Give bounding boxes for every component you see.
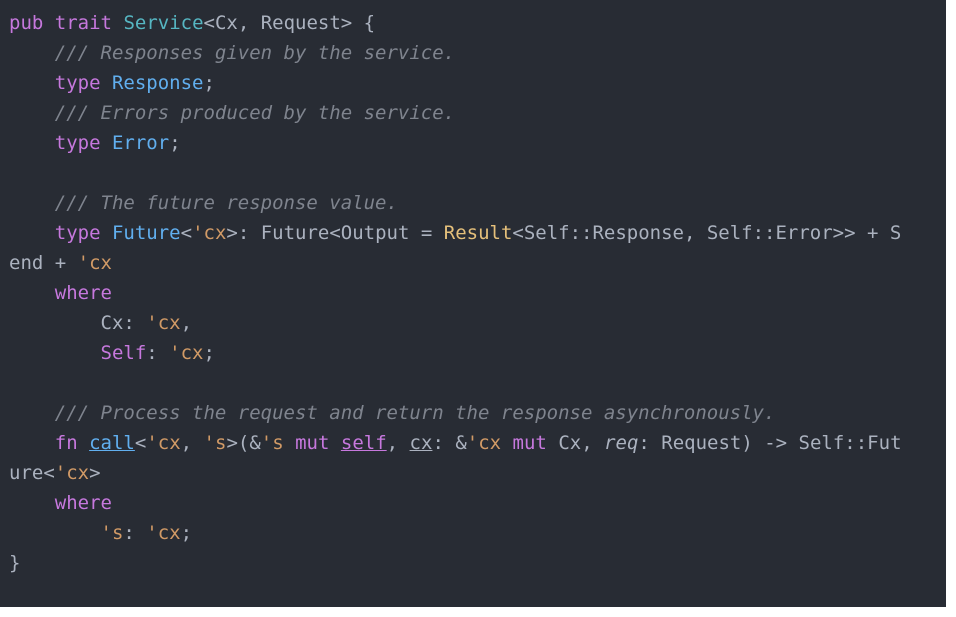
code-token: 'cx: [77, 252, 112, 274]
code-line: type Error;: [9, 128, 946, 158]
code-token: ;: [203, 342, 215, 364]
code-token: >: Future<Output =: [226, 222, 444, 244]
code-token: :: [123, 522, 147, 544]
code-line: type Future<'cx>: Future<Output = Result…: [9, 218, 946, 248]
code-line: where: [9, 488, 946, 518]
code-token: [101, 222, 112, 244]
code-block: pub trait Service<Cx, Request> { /// Res…: [0, 0, 946, 607]
code-token: 'cx: [192, 222, 227, 244]
code-line: type Response;: [9, 68, 946, 98]
code-token: ;: [180, 522, 193, 544]
code-token: [9, 132, 55, 154]
code-token: >(&: [226, 432, 261, 454]
code-token: 'cx: [146, 522, 181, 544]
code-line: ure<'cx>: [9, 458, 946, 488]
code-token: /// The future response value.: [9, 192, 398, 214]
code-token: /// Errors produced by the service.: [9, 102, 456, 124]
code-token: <Cx, Request> {: [203, 12, 376, 34]
code-token: 'cx: [54, 462, 90, 484]
code-link-token[interactable]: cx: [409, 432, 433, 454]
code-token: fn: [54, 432, 78, 454]
code-line: 's: 'cx;: [9, 518, 946, 548]
code-token: <Self::Response, Self::Error>> + S: [512, 222, 902, 244]
code-token: Cx:: [9, 312, 147, 334]
code-line: }: [9, 548, 946, 578]
code-line: [9, 158, 946, 188]
code-token: 'cx: [169, 342, 204, 364]
code-line: /// Responses given by the service.: [9, 38, 946, 68]
code-token: }: [9, 552, 21, 574]
code-token: <: [180, 222, 193, 244]
code-line: /// The future response value.: [9, 188, 946, 218]
code-token: ;: [169, 132, 181, 154]
code-token: [101, 72, 112, 94]
code-token: : &: [432, 432, 467, 454]
code-line: end + 'cx: [9, 248, 946, 278]
code-token: Cx,: [546, 432, 605, 454]
code-line: Self: 'cx;: [9, 338, 946, 368]
code-token: [329, 432, 340, 454]
code-token: [101, 132, 112, 154]
code-token: Service: [123, 12, 204, 34]
code-token: 's: [203, 432, 227, 454]
code-token: [9, 222, 55, 244]
code-token: :: [146, 342, 170, 364]
code-token: Result: [443, 222, 513, 244]
code-token: mut: [512, 432, 547, 454]
code-token: Future: [111, 222, 181, 244]
code-token: Response: [111, 72, 204, 94]
code-line: /// Errors produced by the service.: [9, 98, 946, 128]
code-link-token[interactable]: call: [89, 432, 135, 454]
code-token: [78, 432, 89, 454]
code-token: 's: [260, 432, 284, 454]
code-token: pub: [9, 12, 44, 34]
code-token: 'cx: [466, 432, 502, 454]
code-token: [9, 72, 55, 94]
code-line: Cx: 'cx,: [9, 308, 946, 338]
code-link-token[interactable]: self: [340, 432, 387, 454]
code-token: Error: [111, 132, 170, 154]
code-token: 'cx: [146, 432, 181, 454]
code-token: req: [604, 432, 639, 454]
code-line: fn call<'cx, 's>(&'s mut self, cx: &'cx …: [9, 428, 946, 458]
code-token: /// Responses given by the service.: [9, 42, 456, 64]
code-token: ure<: [9, 462, 55, 484]
code-token: [43, 12, 54, 34]
code-token: ;: [203, 72, 215, 94]
code-line: /// Process the request and return the r…: [9, 398, 946, 428]
code-line: [9, 368, 946, 398]
code-token: ,: [386, 432, 410, 454]
code-token: [112, 12, 123, 34]
code-token: where: [54, 282, 112, 304]
code-token: [9, 342, 101, 364]
code-token: <: [134, 432, 147, 454]
code-token: [9, 522, 101, 544]
code-token: end +: [9, 252, 78, 274]
code-token: [284, 432, 295, 454]
code-token: [501, 432, 512, 454]
code-token: ,: [180, 312, 193, 334]
code-token: mut: [295, 432, 330, 454]
code-token: /// Process the request and return the r…: [9, 402, 776, 424]
code-token: >: [89, 462, 101, 484]
code-line: pub trait Service<Cx, Request> {: [9, 8, 946, 38]
code-token: where: [54, 492, 112, 514]
code-token: type: [54, 72, 101, 94]
code-token: 'cx: [146, 312, 181, 334]
code-token: ,: [180, 432, 204, 454]
code-token: Self: [100, 342, 147, 364]
code-token: : Request) -> Self::Fut: [638, 432, 902, 454]
code-token: trait: [54, 12, 112, 34]
code-token: [9, 492, 55, 514]
code-token: [9, 432, 55, 454]
code-token: 's: [100, 522, 124, 544]
code-line: where: [9, 278, 946, 308]
code-token: type: [54, 222, 101, 244]
code-token: [9, 282, 55, 304]
code-token: type: [54, 132, 101, 154]
